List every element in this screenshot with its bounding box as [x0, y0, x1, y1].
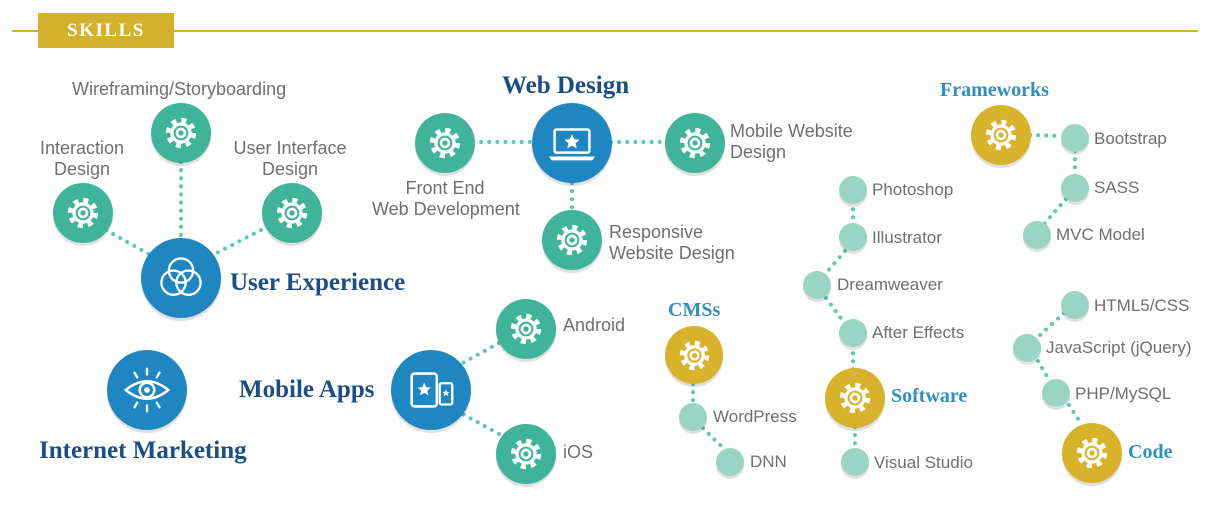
- frameworks-title: Frameworks: [940, 79, 1049, 101]
- software-item-dot: [841, 448, 869, 476]
- gear-icon: [556, 224, 588, 256]
- software-item-dot: [839, 176, 867, 204]
- mobile-website-gear-node: [665, 113, 725, 173]
- cms-item-label: WordPress: [713, 407, 797, 426]
- software-item-dot: [803, 271, 831, 299]
- frameworks-item-label: SASS: [1094, 178, 1140, 197]
- responsive-gear-node: [542, 210, 602, 270]
- header-rule: [12, 30, 1198, 32]
- software-item-dot: [839, 319, 867, 347]
- gear-icon: [510, 438, 542, 470]
- software-item-label: Photoshop: [872, 180, 954, 199]
- front-end-gear-node: [415, 113, 475, 173]
- android-gear-node: [496, 299, 556, 359]
- code-item-label: PHP/MySQL: [1075, 384, 1172, 403]
- skills-header-tab: SKILLS: [38, 13, 174, 48]
- gear-icon: [510, 313, 542, 345]
- code-item-label: JavaScript (jQuery): [1046, 338, 1192, 357]
- laptop-star-icon: [548, 128, 596, 161]
- frameworks-item-label: Bootstrap: [1094, 129, 1167, 148]
- ios-gear-node: [496, 424, 556, 484]
- frameworks-gear-node: [971, 105, 1031, 165]
- gear-icon: [165, 117, 197, 149]
- code-title: Code: [1128, 441, 1173, 463]
- software-item-label: Dreamweaver: [837, 275, 943, 294]
- frameworks-item-dot: [1061, 174, 1089, 202]
- software-item-label: Visual Studio: [874, 453, 973, 472]
- gear-icon: [429, 127, 461, 159]
- interaction-design-gear-node: [53, 183, 113, 243]
- software-title: Software: [891, 385, 968, 407]
- frameworks-item-label: MVC Model: [1056, 225, 1145, 244]
- cms-item-dot: [716, 448, 744, 476]
- gear-icon: [276, 197, 308, 229]
- web-design-node: [532, 103, 612, 183]
- code-gear-node: [1062, 423, 1122, 483]
- gear-icon: [679, 340, 709, 370]
- software-item-label: Illustrator: [872, 228, 942, 247]
- ios-label: iOS: [563, 442, 594, 462]
- gear-icon: [67, 197, 99, 229]
- user-experience-title: User Experience: [230, 269, 406, 296]
- gear-icon: [1076, 437, 1108, 469]
- android-label: Android: [563, 315, 626, 335]
- software-item-dot: [839, 223, 867, 251]
- code-item-dot: [1013, 334, 1041, 362]
- cms-item-dot: [679, 403, 707, 431]
- eye-icon: [123, 367, 171, 413]
- cms-gear-node: [665, 326, 723, 384]
- user-experience-node: [141, 238, 221, 318]
- frameworks-item-dot: [1061, 124, 1089, 152]
- gear-icon: [985, 119, 1017, 151]
- venn-circles-icon: [160, 257, 202, 296]
- internet-marketing-title: Internet Marketing: [39, 437, 247, 464]
- code-item-dot: [1061, 291, 1089, 319]
- software-item-label: After Effects: [872, 323, 965, 342]
- software-gear-node: [825, 368, 885, 428]
- mobile-apps-node: [391, 350, 471, 430]
- tablet-phone-icon: [410, 372, 454, 408]
- ui-design-gear-node: [262, 183, 322, 243]
- mobile-apps-title: Mobile Apps: [239, 376, 375, 403]
- code-item-label: HTML5/CSS: [1094, 296, 1190, 315]
- wireframing-label: Wireframing/Storyboarding: [72, 79, 287, 99]
- gear-icon: [839, 382, 871, 414]
- code-item-dot: [1042, 379, 1070, 407]
- cms-item-label: DNN: [750, 452, 787, 471]
- web-design-title: Web Design: [502, 72, 630, 99]
- wireframing-gear-node: [151, 103, 211, 163]
- frameworks-item-dot: [1023, 221, 1051, 249]
- internet-marketing-node: [107, 350, 187, 430]
- gear-icon: [679, 127, 711, 159]
- cms-title: CMSs: [668, 299, 721, 321]
